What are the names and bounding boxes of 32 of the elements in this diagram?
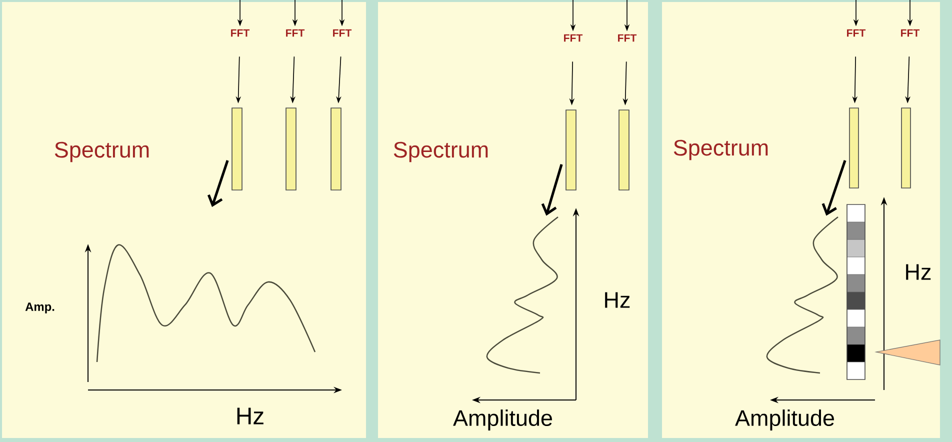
spectrum-bar [849, 108, 859, 188]
axis-label: Amplitude [453, 410, 552, 430]
spectrum-bar [330, 108, 342, 190]
fft-label: FFT [286, 29, 305, 37]
section-title: Spectrum [674, 140, 768, 160]
arrow [822, 160, 846, 216]
fft-label: FFT [618, 34, 637, 42]
axis-label: Hz [237, 408, 264, 424]
spectrum-bar [901, 108, 911, 188]
section-title: Spectrum [394, 142, 488, 162]
fft-label: FFT [901, 29, 920, 37]
arrow [207, 160, 229, 207]
axis-label: Hz [605, 292, 630, 308]
spectrum-curve [766, 216, 838, 374]
axis-label: Hz [906, 264, 931, 280]
spectrogram-column [846, 204, 866, 380]
fft-label: FFT [847, 29, 866, 37]
section-title: Spectrum [54, 142, 149, 162]
panel [378, 2, 648, 438]
arrow [541, 164, 563, 216]
panel [2, 2, 366, 438]
spectrum-curve [486, 216, 558, 374]
fft-label: FFT [231, 29, 250, 37]
spectrum-bar [232, 108, 242, 190]
fft-label: FFT [564, 34, 583, 42]
panel [662, 2, 940, 438]
fft-label: FFT [333, 29, 352, 37]
spectrum-bar [286, 108, 296, 190]
spectrum-bar [566, 110, 576, 190]
spectrum-bar [618, 110, 630, 190]
axis-label: Amp. [25, 302, 54, 314]
axis-label: Amplitude [735, 410, 834, 430]
